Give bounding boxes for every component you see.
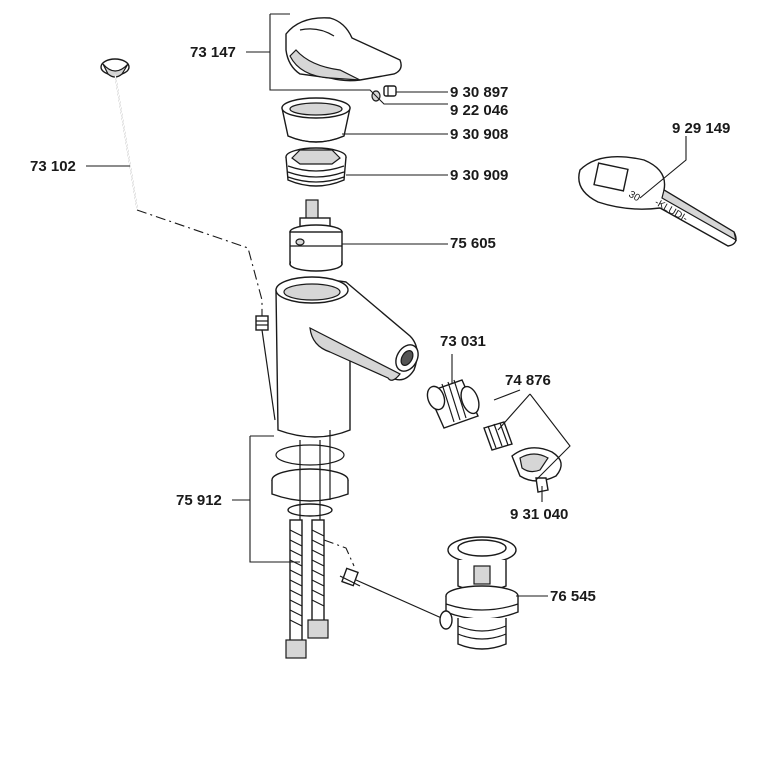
pop-up-dash-line [136,209,263,318]
aerator [426,379,480,429]
pop-up-rod [100,58,138,209]
rod-connector [255,315,276,421]
label-cover-ring: 9 30 908 [450,126,509,143]
waste-dash-line [323,539,355,567]
waste [439,536,519,650]
nut [285,147,347,187]
label-cartridge: 75 605 [450,235,496,252]
supply-hoses [285,519,329,659]
aerator-key [511,447,562,493]
cartridge [289,199,343,272]
label-nut: 9 30 909 [450,167,509,184]
leader-lines [86,13,687,597]
spanner: 30 -KLUDI- [578,155,737,247]
label-lever: 73 147 [190,44,236,61]
screw [383,85,397,97]
label-aerator-set: 74 876 [505,372,551,389]
label-spanner: 9 29 149 [672,120,731,137]
label-waste: 76 545 [550,588,596,605]
label-screw: 9 30 897 [450,84,509,101]
cover-ring [281,97,351,143]
label-cap: 9 22 046 [450,102,509,119]
lever [285,17,402,82]
spanner-size-text: 30 [627,189,643,204]
label-aerator-key: 9 31 040 [510,506,569,523]
aerator-insert [483,421,513,451]
waste-rod [339,567,447,621]
fixing-set [271,430,349,520]
label-fixing-set: 75 912 [176,492,222,509]
label-pop-up-rod: 73 102 [30,158,76,175]
tap-body [275,276,419,438]
label-aerator: 73 031 [440,333,486,350]
